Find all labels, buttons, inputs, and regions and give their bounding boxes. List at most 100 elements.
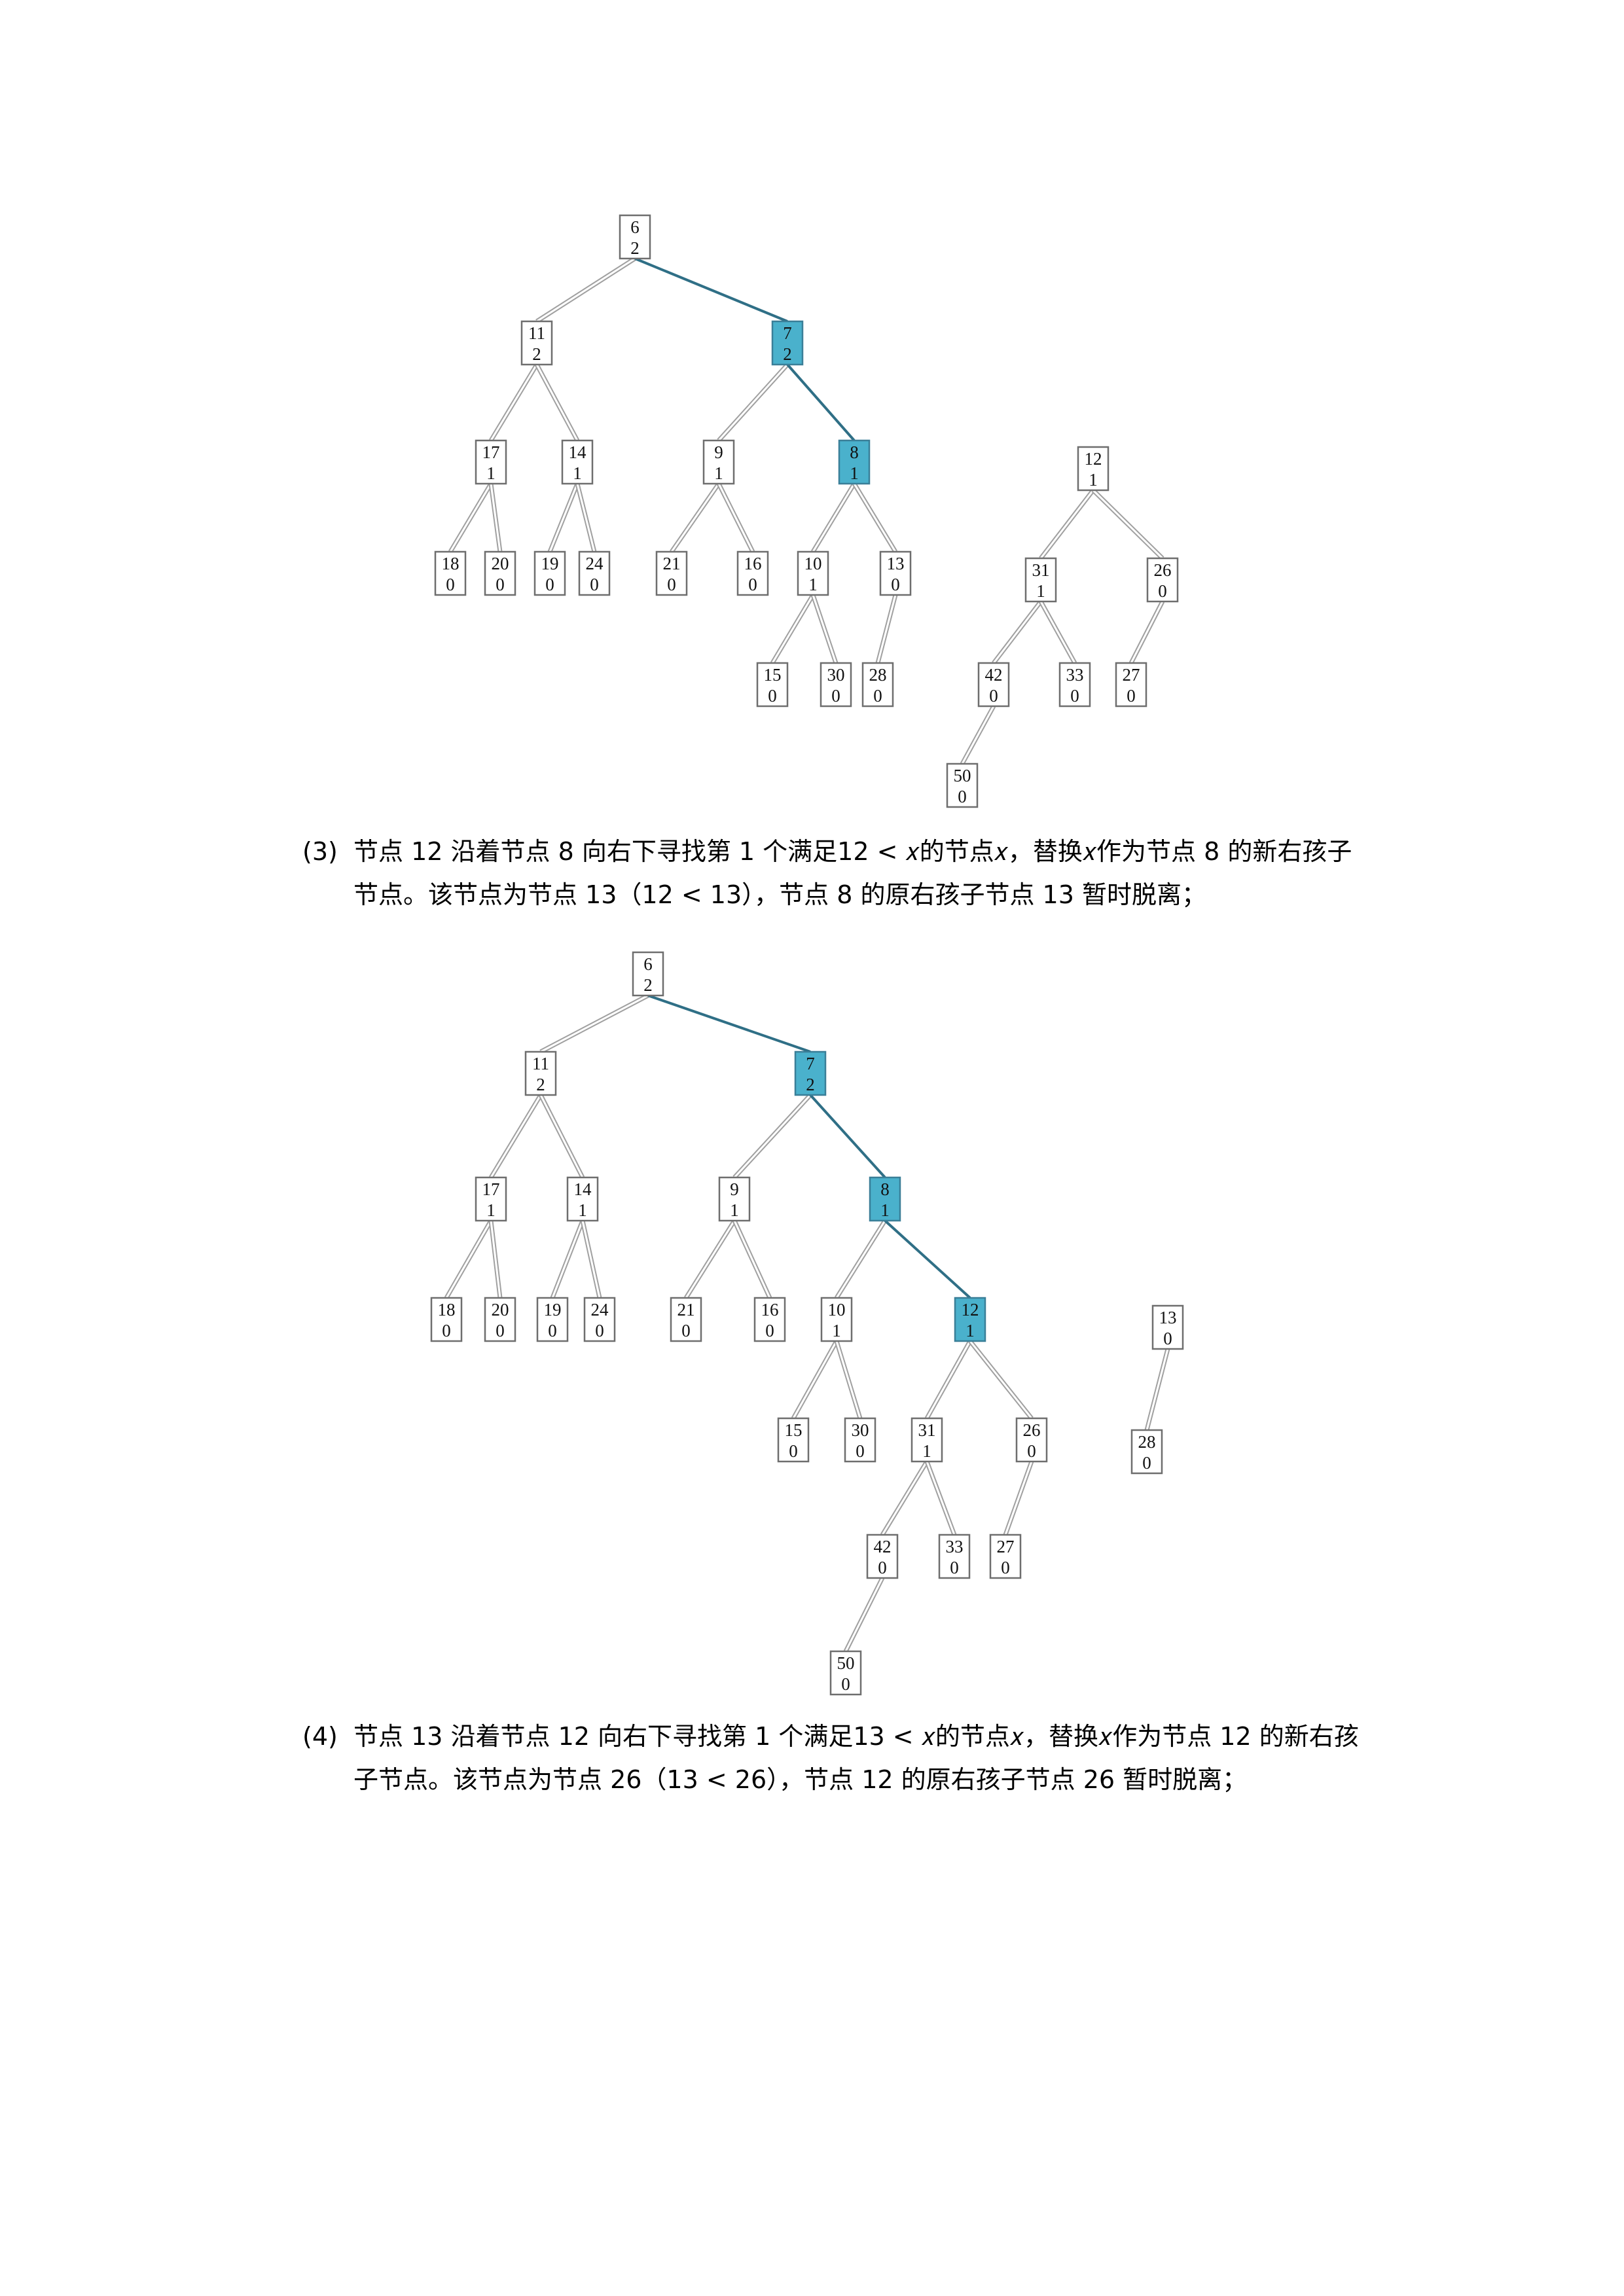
- node-rank: 0: [841, 1674, 850, 1694]
- node-rank: 0: [548, 1321, 557, 1340]
- tree-edge: [489, 363, 539, 442]
- node-key: 18: [438, 1300, 456, 1319]
- node-key: 30: [827, 665, 845, 685]
- node-box: [484, 550, 516, 596]
- tree-node: 330: [1058, 662, 1091, 708]
- tree-edge: [992, 600, 1043, 665]
- node-box: [520, 320, 553, 366]
- node-key: 30: [852, 1420, 869, 1440]
- node-rank: 0: [1163, 1329, 1172, 1348]
- edges: [444, 993, 1170, 1653]
- node-key: 10: [804, 554, 822, 573]
- node-box: [771, 320, 804, 366]
- tree-edge: [1144, 1348, 1170, 1431]
- node-rank: 0: [496, 575, 505, 594]
- node-box: [536, 1297, 569, 1342]
- node-key: 24: [586, 554, 604, 573]
- tree-edge: [811, 482, 856, 553]
- node-key: 7: [783, 323, 792, 343]
- node-box: [1015, 1417, 1048, 1463]
- tree-edge: [1091, 488, 1164, 560]
- node-key: 9: [714, 442, 723, 462]
- tree-node: 91: [718, 1176, 751, 1222]
- node-rank: 0: [496, 1321, 505, 1340]
- tree-node: 160: [736, 550, 769, 596]
- node-rank: 0: [1127, 686, 1136, 706]
- node-rank: 1: [573, 463, 582, 483]
- node-rank: 0: [1070, 686, 1079, 706]
- tree-edge: [732, 1093, 812, 1179]
- tree-node: 180: [430, 1297, 463, 1342]
- tree-edge: [810, 594, 839, 664]
- node-box: [829, 1650, 862, 1696]
- node-box: [844, 1417, 876, 1463]
- node-rank: 2: [643, 975, 653, 995]
- paragraph-step-3: (3) 节点 12 沿着节点 8 向右下寻找第 1 个满足12 < 𝑥的节点𝑥，…: [302, 830, 1376, 916]
- node-box: [911, 1417, 943, 1463]
- node-box: [1058, 662, 1091, 708]
- node-rank: 0: [446, 575, 455, 594]
- node-box: [820, 1297, 853, 1342]
- node-rank: 0: [748, 575, 757, 594]
- node-box: [938, 1534, 971, 1579]
- node-key: 6: [630, 217, 640, 237]
- node-box: [484, 1297, 516, 1342]
- tree-node: 420: [866, 1534, 899, 1579]
- node-box: [820, 662, 852, 708]
- tree-edge: [634, 257, 788, 323]
- tree-edge: [489, 1094, 543, 1179]
- tree-edge: [488, 1220, 503, 1299]
- tree-edge: [1038, 600, 1077, 664]
- node-box: [879, 550, 912, 596]
- tree-edge: [716, 482, 755, 553]
- tree-node: 280: [1130, 1429, 1163, 1475]
- tree-node: 141: [561, 439, 594, 485]
- node-key: 8: [850, 442, 859, 462]
- node-key: 14: [569, 442, 587, 462]
- node-key: 24: [591, 1300, 609, 1319]
- node-rank: 0: [667, 575, 676, 594]
- node-box: [954, 1297, 986, 1342]
- node-box: [1146, 557, 1179, 603]
- tree-node: 311: [911, 1417, 943, 1463]
- node-key: 27: [1123, 665, 1140, 685]
- tree-node: 150: [756, 662, 789, 708]
- tree-node: 500: [829, 1650, 862, 1696]
- node-key: 16: [761, 1300, 779, 1319]
- node-rank: 0: [1142, 1453, 1151, 1473]
- node-rank: 0: [873, 686, 882, 706]
- tree-node: 72: [771, 320, 804, 366]
- node-key: 12: [1085, 449, 1102, 469]
- node-box: [702, 439, 735, 485]
- node-box: [583, 1297, 616, 1342]
- node-key: 42: [874, 1537, 892, 1556]
- node-key: 13: [887, 554, 905, 573]
- node-key: 9: [730, 1179, 739, 1199]
- tree-edge: [717, 363, 789, 442]
- tree-edge: [968, 1339, 1034, 1420]
- node-rank: 2: [532, 344, 541, 364]
- tree-edge: [1003, 1460, 1034, 1536]
- node-rank: 1: [578, 1200, 587, 1220]
- node-key: 7: [806, 1054, 815, 1073]
- node-key: 21: [663, 554, 681, 573]
- tree-node: 300: [844, 1417, 876, 1463]
- node-rank: 1: [880, 1200, 890, 1220]
- node-box: [561, 439, 594, 485]
- tree-node: 210: [670, 1297, 702, 1342]
- node-key: 15: [764, 665, 782, 685]
- tree-edge: [1128, 600, 1165, 664]
- node-key: 31: [1032, 560, 1050, 580]
- tree-node: 72: [794, 1050, 827, 1096]
- tree-node: 112: [520, 320, 553, 366]
- tree-edge: [884, 1219, 971, 1299]
- node-rank: 0: [768, 686, 777, 706]
- tree-node: 150: [777, 1417, 810, 1463]
- node-key: 19: [544, 1300, 562, 1319]
- node-key: 33: [1066, 665, 1084, 685]
- tree-edge: [770, 594, 816, 664]
- node-key: 12: [962, 1300, 979, 1319]
- node-rank: 1: [486, 463, 496, 483]
- tree-edge: [670, 482, 721, 553]
- tree-node: 81: [838, 439, 871, 485]
